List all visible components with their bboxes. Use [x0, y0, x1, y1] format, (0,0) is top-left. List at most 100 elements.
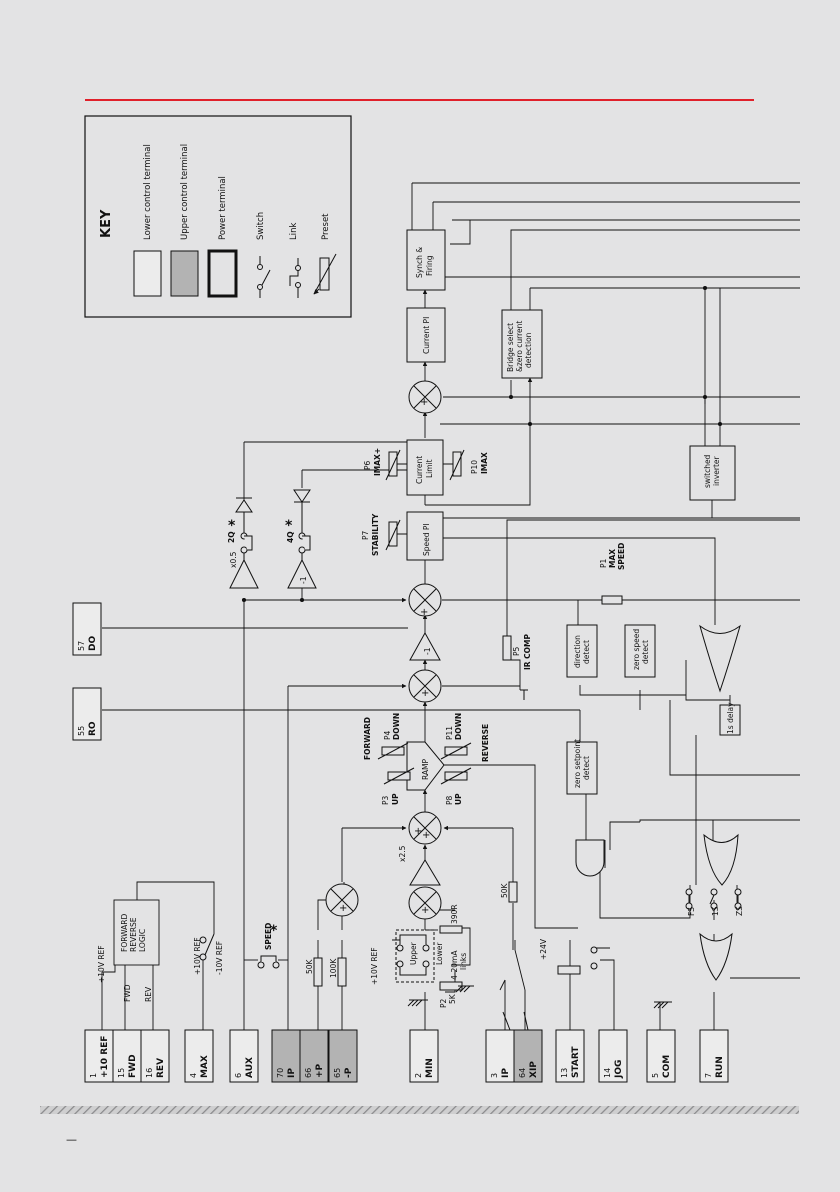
svg-text:+: + [420, 397, 428, 408]
label-bridge-1: Bridge select [506, 323, 515, 372]
label-p4-down: DOWN [392, 713, 401, 740]
terminal-box [328, 1029, 358, 1083]
page-number: — [66, 1133, 77, 1146]
r50k-a [313, 957, 323, 987]
terminal-name: +P [315, 1063, 325, 1078]
label-switched: switched [703, 454, 712, 488]
zero-setpoint-detect-block [566, 741, 598, 795]
contacts [199, 520, 742, 976]
ground-symbols [407, 689, 672, 1031]
bridge-select-block [501, 309, 543, 379]
terminal-name: XIP [529, 1061, 539, 1078]
terminal-box [112, 1029, 142, 1083]
key-swatch-upper [170, 250, 199, 297]
diode-4q [293, 489, 311, 503]
label-direction-detect: detect [582, 640, 591, 664]
terminal-name: COM [662, 1055, 672, 1078]
label-reverse: REVERSE [481, 724, 490, 762]
or-gate-mid [703, 833, 739, 886]
terminal-number: 14 [603, 1068, 612, 1078]
terminal-box [513, 1029, 543, 1083]
terminal-number: 65 [333, 1068, 342, 1078]
terminal-name: MAX [200, 1055, 210, 1078]
label-fs: FS [687, 907, 696, 916]
label-390r: 390R [450, 904, 459, 924]
r390 [439, 925, 463, 934]
label-p6-imax: IMAX+ [373, 448, 382, 476]
label-p1: P1 [599, 558, 608, 568]
label-p3: P3 [381, 795, 390, 805]
label-lower: Lower [435, 942, 444, 965]
label-plus24: +24V [539, 938, 548, 960]
label-minus1-4q: -1 [299, 576, 308, 584]
or-gate-bottom [699, 932, 733, 981]
label-p1-speed: SPEED [617, 543, 626, 570]
label-synch-1: Synch & [415, 247, 424, 278]
terminal-number: 3 [490, 1073, 499, 1078]
label-bridge-3: detection [524, 332, 533, 368]
svg-text:+: + [420, 607, 428, 618]
label-logic-2: REVERSE [129, 917, 138, 952]
label-synch-2: Firing [425, 255, 434, 276]
label-50k-b: 50K [500, 882, 509, 898]
label-minus10-ref: -10V REF [215, 941, 224, 975]
terminal-number: 1 [89, 1073, 98, 1078]
r50k-b [508, 881, 518, 903]
label-p3-up: UP [391, 793, 400, 805]
key-swatch-power [207, 249, 238, 298]
label-logic-1: FORWARD [120, 914, 129, 952]
label-ref10-b: +10V REF [370, 947, 379, 985]
key-link-label: Link [289, 223, 299, 240]
current-limit-block [406, 439, 444, 496]
key-link-symbol-icon [289, 258, 301, 298]
label-p7: P7 [361, 530, 370, 540]
current-pi-block [406, 307, 446, 363]
svg-text:+: + [422, 830, 430, 841]
summing-junctions [325, 380, 442, 920]
logic-gates [575, 624, 741, 981]
key-power-label: Power terminal [218, 176, 228, 240]
label-links: links [459, 953, 468, 970]
label-zs: ZS [735, 906, 744, 916]
p1-preset [601, 595, 623, 605]
amp-x25 [409, 859, 441, 886]
terminal-box [699, 1029, 729, 1083]
label-p5: P5 [512, 646, 521, 656]
label-100k: 100K [329, 958, 338, 978]
label-current-pi: Current PI [422, 317, 431, 354]
label-2q-star: * [228, 518, 236, 534]
label-p2-5k: 5K [448, 993, 457, 1004]
label-p7-stability: STABILITY [371, 513, 380, 556]
speed-pi-block [406, 511, 444, 561]
label-upper: Upper [409, 941, 418, 965]
terminal-1: 1+10 REF [84, 1029, 114, 1083]
label-p11: P11 [445, 726, 454, 740]
label-speed-star: * [270, 923, 278, 939]
key-preset-symbol-icon [313, 253, 337, 295]
terminal-box [184, 1029, 214, 1083]
label-p4: P4 [383, 730, 392, 740]
label-delay: 1s delay [726, 702, 735, 734]
terminal-name: -P [344, 1067, 354, 1078]
label-50k-a: 50K [305, 958, 314, 974]
terminal-box [646, 1029, 676, 1083]
function-blocks [113, 229, 741, 991]
terminal-name: DO [88, 636, 98, 651]
terminal-number: 5 [651, 1073, 660, 1078]
terminal-name: AUX [245, 1057, 255, 1078]
label-neg10-ref: +10V REF [193, 937, 202, 975]
key-upper-label: Upper control terminal [180, 144, 190, 240]
label-420ma: 4-20mA [450, 950, 459, 980]
terminal-box [72, 687, 102, 741]
amp-x05 [229, 558, 259, 589]
key-lower-label: Lower control terminal [143, 144, 153, 240]
label-p5-ircomp: IR COMP [523, 633, 532, 670]
terminal-box [299, 1029, 329, 1083]
terminal-box [140, 1029, 170, 1083]
